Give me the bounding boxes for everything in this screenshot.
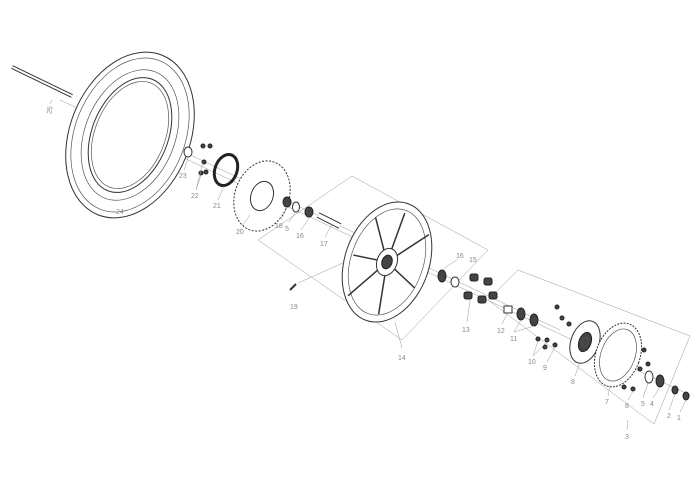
bearing [529,313,539,327]
callout-2: 2 [667,413,671,420]
callout-15: 15 [469,257,477,264]
callout-19: 19 [290,304,298,311]
rear-wheel-rim [341,201,433,323]
disc-carrier [212,153,240,187]
callout-4: 4 [650,401,654,408]
callout-12: 12 [497,328,505,335]
valve [289,283,297,291]
callout-8: 8 [571,379,575,386]
callout-23: 23 [179,173,187,180]
hub-assembly-frame [487,269,691,425]
cush-dampers [463,273,498,304]
callout-18: 18 [275,223,283,230]
callout-7: 7 [605,399,609,406]
axle-shaft [11,65,73,98]
circlip [292,201,300,213]
callout-10: 10 [528,359,536,366]
sprocket [593,322,643,388]
bearing [516,307,526,321]
tire [65,51,195,219]
sprocket-bolts [621,347,651,392]
leader-lines [49,99,687,431]
callout-3: 3 [625,434,629,441]
spacer [503,305,513,314]
axle-nut [671,385,679,395]
callout-6: 6 [625,403,629,410]
o-ring [450,276,460,288]
circlip [644,370,654,384]
callout-20: 20 [236,229,244,236]
callout-17: 17 [320,241,328,248]
sprocket-carrier [569,320,601,364]
callout-14: 14 [398,355,406,362]
callout-25: 25 [46,106,54,115]
callout-1: 1 [677,415,681,422]
callout-22: 22 [191,193,199,200]
callout-24: 24 [116,209,124,216]
callout-9: 9 [543,365,547,372]
seal [282,196,292,208]
callout-16b: 16 [456,253,464,260]
callout-13: 13 [462,327,470,334]
axle-cap [682,391,690,401]
bearing [304,206,314,218]
bearing [183,146,193,158]
bolts [198,143,213,176]
callout-5: 5 [285,226,289,233]
bearing [437,269,447,283]
bearing [655,374,665,388]
callout-11: 11 [510,336,517,343]
callout-21: 21 [213,203,221,210]
callout-16: 16 [296,233,304,240]
callout-5b: 5 [641,401,645,408]
